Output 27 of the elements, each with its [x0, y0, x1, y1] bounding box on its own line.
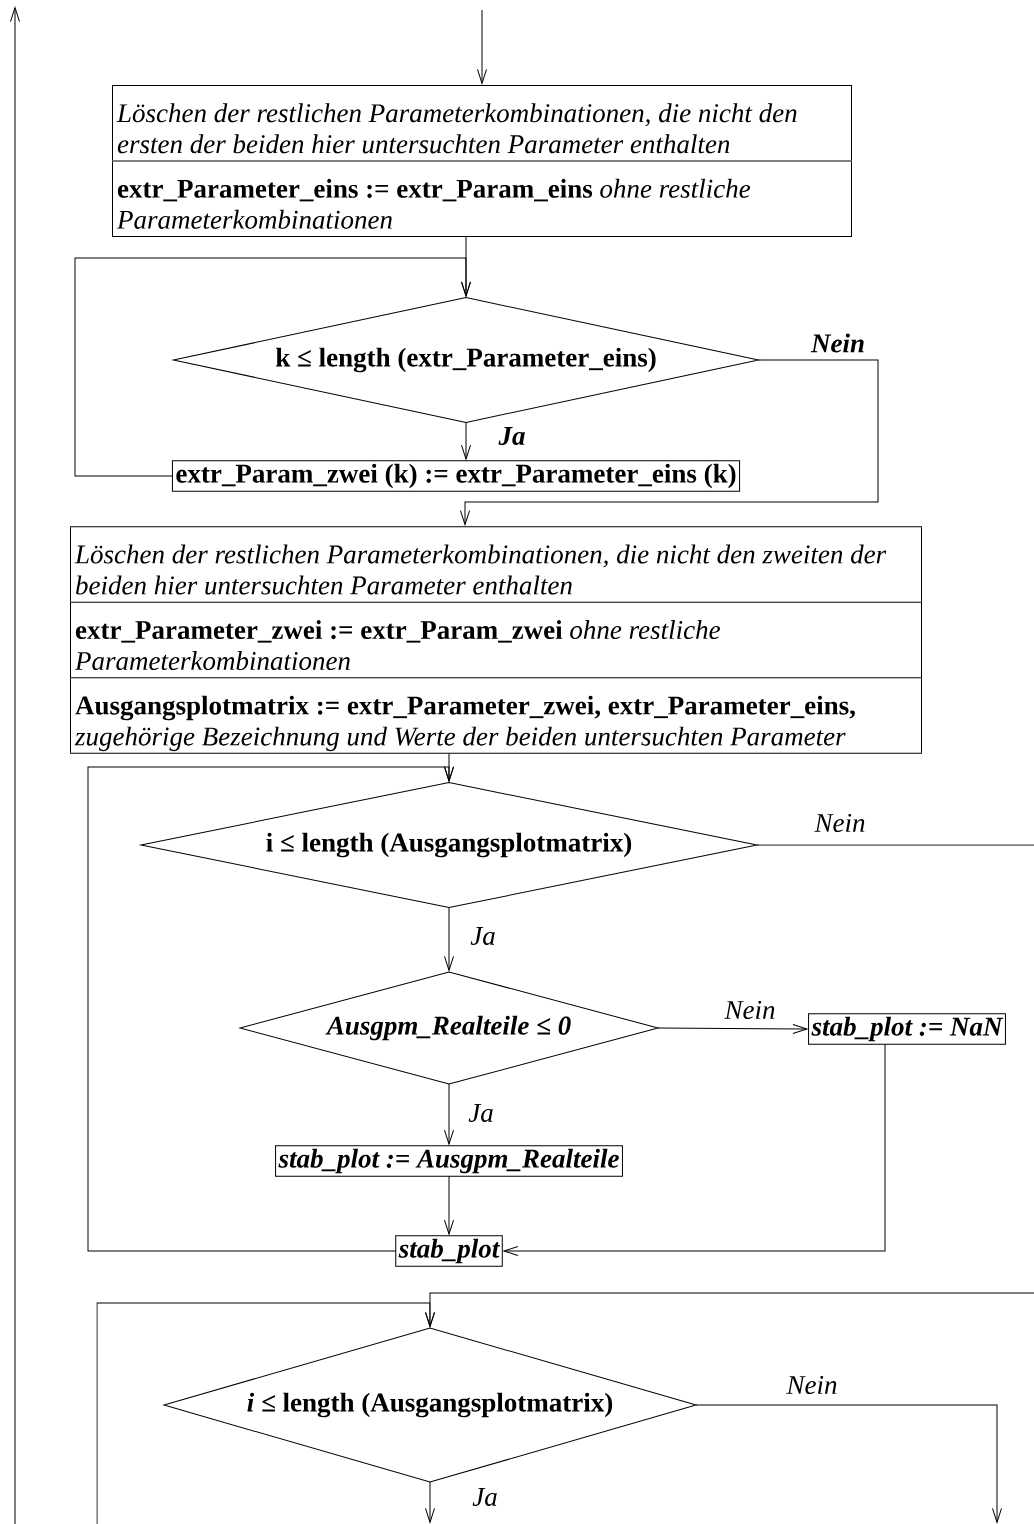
arrow	[444, 907, 454, 971]
arrow	[695, 1404, 1002, 1523]
edge-label: Nein	[723, 999, 777, 1021]
arrow	[477, 9, 487, 84]
arrow	[460, 359, 879, 526]
edge-label: Nein	[813, 812, 867, 834]
process-box: stab_plot := Ausgpm_Realteile	[275, 1145, 623, 1177]
process-box: Löschen der restlichen Parameterkombinationen, die nicht den zweiten der beiden hier untersuchten Parameter enthalten extr_Parameter_zwei := extr_Param_zwei ohne restliche Parameterkombinationen Ausgangsplotmatrix := extr_Parameter_zwei, extr_Parameter_eins, zugehörige Bezeichnung und Werte der beiden untersuchten Parameter	[69, 526, 923, 754]
edge-label: Ja	[469, 926, 497, 946]
arrow	[461, 422, 471, 460]
process-box: stab_plot	[395, 1235, 503, 1267]
process-box: Löschen der restlichen Parameterkombinationen, die nicht den ersten der beiden hier untersuchten Parameter enthalten extr_Parameter_eins := extr_Param_eins ohne restliche Parameterkombinationen	[111, 84, 853, 238]
arrow	[444, 1175, 454, 1235]
arrow	[87, 766, 454, 1252]
arrow	[74, 257, 471, 477]
arrow	[444, 1083, 454, 1145]
process-box: stab_plot := NaN	[808, 1013, 1006, 1045]
edge-label: Ja	[467, 1103, 495, 1123]
edge-label: Nein	[785, 1374, 839, 1396]
edge-label: Nein	[810, 332, 866, 354]
edge-label: Ja	[497, 426, 527, 446]
arrow	[425, 1481, 435, 1523]
edge-label: Ja	[471, 1487, 499, 1507]
arrow	[657, 1023, 808, 1034]
arrow	[503, 1043, 886, 1256]
arrow	[96, 1302, 435, 1524]
process-box: extr_Param_zwei (k) := extr_Parameter_eins (k)	[171, 460, 741, 492]
